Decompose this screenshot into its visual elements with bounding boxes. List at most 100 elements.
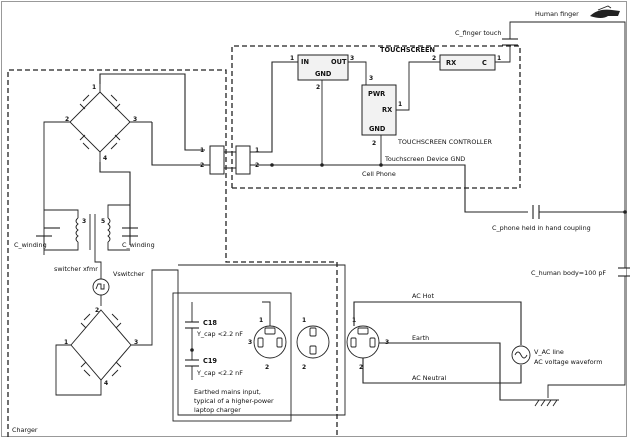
finger-coupling-wire [495,21,600,63]
charger-mains-socket [296,325,330,359]
wall-pin-2: 2 [359,364,363,371]
vswitcher-source [92,250,110,306]
usb-connector [209,145,251,175]
bottom-bridge-pin-2: 2 [95,307,99,314]
c19-label: C19 [203,357,217,365]
controller-pwr-label: PWR [368,90,385,98]
top-bridge-pin-2: 2 [65,116,69,123]
vswitcher-label: Vswitcher [113,270,145,278]
human-finger-icon [590,5,620,18]
charger-bridge-to-xfmr [99,162,131,245]
c-human-body-label: C_human body=100 pF [531,269,606,277]
touchscreen-controller-block [361,84,397,136]
y-cap-junction-dot [190,348,194,352]
conn-pin-1: 1 [200,147,204,154]
human-body-wire-lower [547,212,626,398]
bottom-bridge-pin-3: 3 [134,339,138,346]
c-winding-left-capacitor [36,227,60,255]
charger-top-wire [99,73,205,151]
bottom-bridge-pin-4: 4 [104,380,108,387]
ac-line-source [511,345,531,365]
c-winding-left-label: C_winding [14,241,47,249]
top-bridge-rectifier [43,84,152,245]
sense-rx-label: RX [446,59,456,67]
socket-pin-2: 2 [302,364,306,371]
bottom-bridge-rectifier [55,264,346,416]
gnd-node-3 [379,163,383,167]
top-bridge-pin-1: 1 [92,84,96,91]
body-node [623,210,627,214]
gnd-node-1 [270,163,274,167]
earthed-note-line-3: laptop charger [194,406,241,414]
c-phone-held-label: C_phone held in hand coupling [492,224,591,232]
sense-pin-1: 1 [497,55,501,62]
top-bridge-pin-3: 3 [133,116,137,123]
y-cap-c18 [185,302,199,350]
cell-phone-label: Cell Phone [362,170,396,178]
regulator-out-label: OUT [331,58,347,66]
ac-neutral-label: AC Neutral [412,374,447,382]
v-ac-line-label: V_AC line [534,348,564,356]
c19-value: Y_cap <2.2 nF [196,369,243,377]
bottom-bridge-pin-1: 1 [64,339,68,346]
touchscreen-boundary [231,45,521,188]
controller-gnd-label: GND [369,125,386,133]
regulator-pin-3: 3 [350,55,354,62]
xfmr-pin-5: 5 [101,218,105,225]
conn-pin-2: 2 [200,162,204,169]
switcher-xfmr-label: switcher xfmr [54,265,98,273]
human-finger-label: Human finger [535,10,579,18]
regulator-gnd-label: GND [315,70,332,78]
controller-to-rx-wire [396,61,440,111]
reg-to-controller-wire [348,61,367,85]
earthed-note-line-2: typical of a higher-power [194,397,274,405]
c18-label: C18 [203,319,217,327]
ac-hot-wire [353,301,522,345]
touch-sense-block [439,54,496,71]
controller-pin-1: 1 [398,101,402,108]
regulator-pin-1: 1 [290,55,294,62]
charger-label: Charger [12,426,38,434]
earth-wire [379,342,548,401]
c18-value: Y_cap <2.2 nF [196,330,243,338]
regulator-block [297,54,349,81]
sense-pin-2: 2 [432,55,436,62]
socket-pin-1: 1 [302,317,306,324]
earthed-note-line-1: Earthed mains input, [194,388,261,396]
gnd-node-2 [320,163,324,167]
top-bridge-pin-4: 4 [103,155,107,162]
earth-label: Earth [412,334,429,342]
ac-voltage-waveform-label: AC voltage waveform [534,358,602,366]
c-finger-touch-label: C_finger touch [455,29,501,37]
charger-return-wire [151,122,210,166]
phone-gnd-wire [250,164,528,213]
plug-pin-3: 3 [248,339,252,346]
wall-socket [346,325,380,359]
sense-c-label: C [482,59,487,67]
controller-pin-2: 2 [372,140,376,147]
touchscreen-controller-label: TOUCHSCREEN CONTROLLER [397,138,493,146]
phone-power-wire [250,61,298,153]
controller-pin-3: 3 [369,75,373,82]
ac-neutral-wire [362,358,522,384]
ac-hot-label: AC Hot [412,292,434,300]
touchscreen-gnd-label: Touchscreen Device GND [384,155,465,163]
plug-pin-2: 2 [265,364,269,371]
c-winding-right-capacitor [122,227,138,237]
earth-ground-icon [534,399,559,407]
regulator-pin-2: 2 [316,84,320,91]
regulator-in-label: IN [301,58,309,66]
controller-rx-label: RX [382,106,392,114]
c-winding-right-label: C_winding [122,241,155,249]
earthed-input-box [172,292,292,422]
xfmr-pin-3: 3 [82,218,86,225]
y-cap-c19 [185,350,199,380]
conn-right-pin-1: 1 [255,147,259,154]
switcher-transformer [44,204,130,251]
touchscreen-label: TOUCHSCREEN [380,46,435,54]
plug-pin-1: 1 [259,317,263,324]
charger-boundary [7,69,338,437]
